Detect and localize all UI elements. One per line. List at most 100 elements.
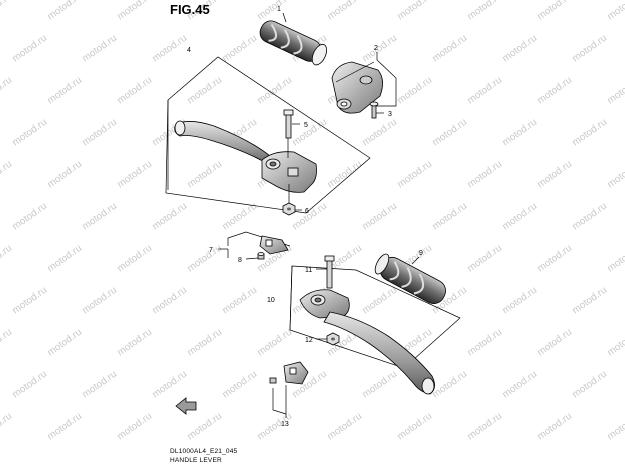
watermark-text: motod.ru (115, 327, 154, 359)
watermark-text: motod.ru (10, 285, 49, 317)
watermark-text: motod.ru (45, 159, 84, 191)
callout-4: 4 (187, 47, 191, 54)
watermark-text: motod.ru (0, 159, 14, 191)
callout-2: 2 (374, 45, 378, 52)
leader-1 (282, 12, 287, 23)
watermark-text: motod.ru (605, 159, 625, 191)
watermark-text: motod.ru (605, 75, 625, 107)
watermark-text: motod.ru (430, 117, 469, 149)
watermark-text: motod.ru (255, 75, 294, 107)
callout-1: 1 (277, 6, 281, 13)
watermark-text: motod.ru (10, 33, 49, 65)
watermark-text: motod.ru (605, 243, 625, 275)
watermark-text: motod.ru (185, 75, 224, 107)
watermark-text: motod.ru (570, 369, 609, 401)
watermark-text: motod.ru (395, 0, 434, 22)
callout-8: 8 (238, 257, 242, 264)
watermark-text: motod.ru (430, 33, 469, 65)
watermark-text: motod.ru (45, 75, 84, 107)
watermark-text: motod.ru (80, 285, 119, 317)
watermark-text: motod.ru (430, 369, 469, 401)
watermark-text: motod.ru (500, 285, 539, 317)
callout-9: 9 (419, 250, 423, 257)
watermark-text: motod.ru (290, 117, 329, 149)
watermark-text: motod.ru (0, 243, 14, 275)
clutch-lever-lower (299, 289, 435, 395)
watermark-text: motod.ru (255, 327, 294, 359)
watermark-text: motod.ru (360, 285, 399, 317)
watermark-text: motod.ru (395, 75, 434, 107)
watermark-text: motod.ru (0, 327, 14, 359)
watermark-text: motod.ru (10, 369, 49, 401)
watermark-text: motod.ru (255, 0, 294, 22)
model-code: DL1000AL4_E21_045 (170, 448, 238, 455)
watermark-text: motod.ru (220, 369, 259, 401)
callout-12: 12 (305, 337, 313, 344)
watermark-text: motod.ru (570, 201, 609, 233)
watermark-text: motod.ru (605, 327, 625, 359)
watermark-text: motod.ru (290, 201, 329, 233)
watermark-text: motod.ru (535, 159, 574, 191)
watermark-text: motod.ru (605, 411, 625, 443)
watermark-text: motod.ru (10, 117, 49, 149)
watermark-text: motod.ru (500, 369, 539, 401)
watermark-text: motod.ru (150, 33, 189, 65)
clutch-switch-13 (269, 361, 309, 385)
watermark-text: motod.ru (605, 0, 625, 22)
leader-8 (245, 257, 259, 260)
watermark-text: motod.ru (115, 411, 154, 443)
watermark-text: motod.ru (535, 243, 574, 275)
screw-3 (369, 101, 379, 119)
watermark-text: motod.ru (500, 201, 539, 233)
watermark-text: motod.ru (45, 411, 84, 443)
throttle-housing-2 (331, 61, 383, 114)
watermark-text: motod.ru (360, 369, 399, 401)
callout-3: 3 (388, 111, 392, 118)
watermark-text: motod.ru (115, 0, 154, 22)
watermark-text: motod.ru (360, 201, 399, 233)
watermark-text: motod.ru (115, 159, 154, 191)
watermark-text: motod.ru (360, 117, 399, 149)
watermark-text: motod.ru (570, 285, 609, 317)
leader-2b (335, 61, 375, 83)
watermark-text: motod.ru (115, 75, 154, 107)
watermark-text: motod.ru (10, 201, 49, 233)
watermark-text: motod.ru (80, 33, 119, 65)
watermark-text: motod.ru (500, 33, 539, 65)
watermark-text: motod.ru (185, 327, 224, 359)
bolt-11 (324, 255, 335, 289)
watermark-text: motod.ru (0, 411, 14, 443)
watermark-text: motod.ru (45, 243, 84, 275)
watermark-text: motod.ru (185, 159, 224, 191)
watermark-text: motod.ru (45, 0, 84, 22)
watermark-text: motod.ru (465, 159, 504, 191)
front-direction-arrow-icon (175, 397, 197, 415)
watermark-text: motod.ru (535, 75, 574, 107)
watermark-text: motod.ru (45, 327, 84, 359)
watermark-text: motod.ru (465, 327, 504, 359)
figure-caption: HANDLE LEVER (170, 457, 222, 464)
watermark-text: motod.ru (220, 285, 259, 317)
watermark-text: motod.ru (325, 411, 364, 443)
callout-5: 5 (304, 122, 308, 129)
brake-switch-7 (259, 235, 289, 255)
watermark-text: motod.ru (325, 159, 364, 191)
watermark-text: motod.ru (395, 159, 434, 191)
watermark-text: motod.ru (80, 117, 119, 149)
watermark-text: motod.ru (150, 369, 189, 401)
handle-grip-9 (374, 253, 446, 305)
figure-title: FIG.45 (170, 2, 210, 17)
watermark-text: motod.ru (0, 0, 14, 22)
nut-6 (282, 202, 296, 216)
callout-7: 7 (209, 247, 213, 254)
watermark-text: motod.ru (570, 33, 609, 65)
watermark-text: motod.ru (465, 75, 504, 107)
box-10-edge (289, 265, 293, 331)
watermark-text: motod.ru (360, 33, 399, 65)
nut-12 (326, 332, 340, 346)
watermark-text: motod.ru (185, 243, 224, 275)
watermark-text: motod.ru (535, 327, 574, 359)
watermark-text: motod.ru (80, 201, 119, 233)
